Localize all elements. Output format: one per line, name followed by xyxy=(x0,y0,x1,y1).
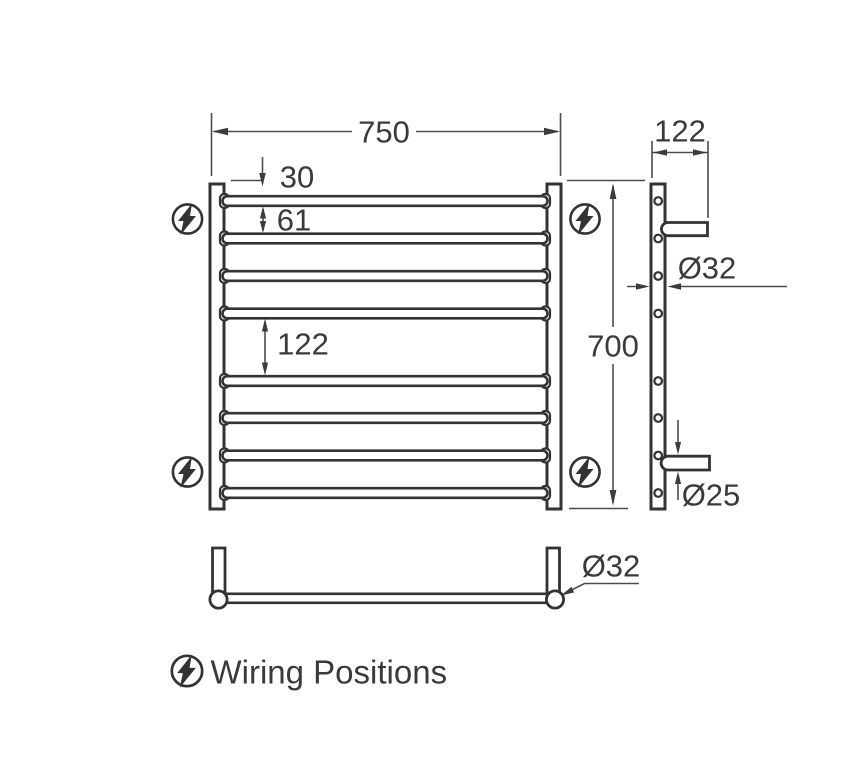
arrowhead-up xyxy=(261,318,269,332)
wiring-position-icon xyxy=(171,202,204,237)
arrowhead-leader xyxy=(561,586,574,596)
dim-middle-gap: 122 xyxy=(261,318,329,376)
rung-end-dot xyxy=(653,271,664,281)
rung-bar xyxy=(221,194,549,208)
arrowhead-up xyxy=(259,206,267,219)
rung-end-dot xyxy=(653,233,664,244)
bottom-mount-bracket xyxy=(659,454,711,472)
wiring-position-icon xyxy=(569,202,601,237)
left-bracket xyxy=(211,546,227,595)
dim-bracket-diameter-label: Ø25 xyxy=(682,478,741,513)
legend-label: Wiring Positions xyxy=(211,654,448,691)
dim-post-diameter-label: Ø32 xyxy=(678,251,737,286)
rung xyxy=(218,484,552,502)
rung xyxy=(218,447,552,464)
dim-overall-height-label: 700 xyxy=(587,329,639,364)
rung-end-dot xyxy=(653,376,664,386)
rung xyxy=(218,267,552,285)
dim-wall-depth: 122 xyxy=(651,114,709,218)
wiring-position-icon xyxy=(171,455,204,490)
wiring-position-icon xyxy=(569,455,601,490)
dim-top-rung-offset-label: 30 xyxy=(280,160,314,195)
arrowhead-down xyxy=(609,490,617,506)
legend: Wiring Positions xyxy=(170,653,448,691)
rung-bar xyxy=(221,269,549,283)
arrowhead-left xyxy=(653,149,667,156)
left-post xyxy=(208,182,226,511)
rail-bar xyxy=(217,592,557,605)
top-view xyxy=(208,546,566,610)
dim-overall-width: 750 xyxy=(210,113,562,176)
top-mount-bracket xyxy=(660,221,709,238)
dim-bracket-diameter: Ø25 xyxy=(674,420,741,513)
arrowhead-down xyxy=(259,173,266,187)
rung-end-dot xyxy=(653,488,664,498)
right-bracket xyxy=(545,546,561,595)
dim-post-diameter: Ø32 xyxy=(627,251,787,290)
rung xyxy=(218,409,552,427)
dim-middle-gap-label: 122 xyxy=(277,327,329,362)
arrowhead-right xyxy=(693,149,707,156)
dim-rung-spacing-label: 61 xyxy=(277,203,311,238)
arrowhead-down xyxy=(674,442,682,455)
rung-end-dot xyxy=(653,308,664,319)
rung xyxy=(218,305,552,322)
right-post xyxy=(545,182,563,511)
rung-bar xyxy=(221,307,549,320)
dim-overall-height: 700 xyxy=(567,179,645,510)
side-post xyxy=(649,182,667,511)
front-view xyxy=(171,182,601,511)
arrowhead-right xyxy=(544,127,560,136)
dim-overall-width-label: 750 xyxy=(358,115,410,150)
dim-wall-depth-label: 122 xyxy=(654,114,706,149)
rung-end-dot xyxy=(653,196,664,206)
arrowhead-right xyxy=(636,283,650,290)
arrowhead-down xyxy=(261,362,269,376)
arrowhead-left xyxy=(667,283,681,290)
rung-bar xyxy=(221,232,549,245)
left-post-end xyxy=(208,589,229,610)
rung-bar xyxy=(221,486,549,500)
rung-bar xyxy=(221,374,549,388)
dim-top-rung-offset: 30 xyxy=(231,157,314,195)
arrowhead-left xyxy=(212,127,228,136)
lightning-bolt-circle-icon xyxy=(170,653,204,689)
rung-bar xyxy=(221,449,549,462)
rung xyxy=(218,372,552,390)
dim-rail-diameter-label: Ø32 xyxy=(582,549,641,584)
rung xyxy=(218,192,552,210)
rung-bar xyxy=(221,411,549,425)
rung xyxy=(218,230,552,247)
side-view xyxy=(649,182,711,511)
leader-line xyxy=(562,582,639,596)
arrowhead-up xyxy=(609,183,617,199)
arrowhead-up xyxy=(674,471,682,484)
right-post-end xyxy=(545,589,566,610)
dim-rung-spacing: 61 xyxy=(259,203,311,238)
dim-rail-diameter: Ø32 xyxy=(561,549,640,596)
rung-end-dot xyxy=(653,450,664,461)
arrowhead-down xyxy=(259,221,267,233)
rung-end-dot xyxy=(653,413,664,423)
